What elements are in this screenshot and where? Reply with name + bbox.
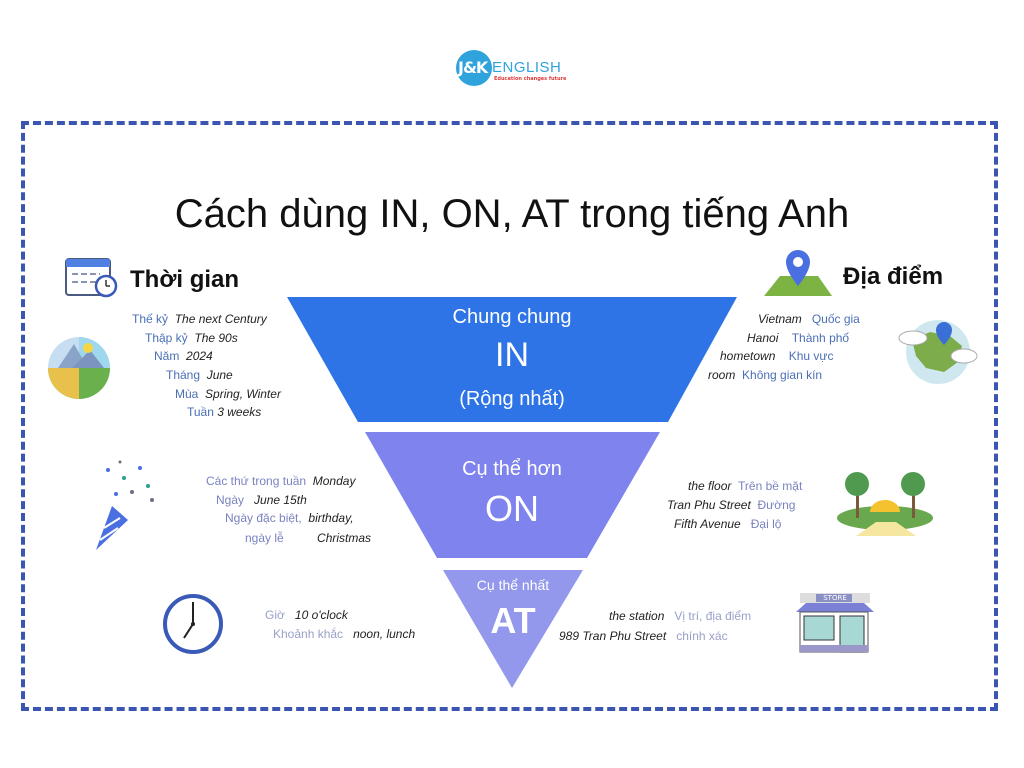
logo-circle	[456, 50, 492, 86]
place-heading: Địa điểm	[843, 263, 944, 290]
on-word: ON	[485, 488, 539, 529]
on-time-item: Ngày đặc biệt, birthday,	[225, 511, 354, 525]
in-trapezoid	[287, 297, 737, 422]
at-subtitle: Cụ thể nhất	[476, 577, 550, 593]
in-subtitle: Chung chung	[452, 306, 572, 328]
on-time-item: Các thứ trong tuần Monday	[206, 474, 356, 488]
on-time-item: ngày lễ Christmas	[245, 531, 372, 545]
store-icon	[796, 593, 874, 653]
dashed-frame	[21, 121, 998, 711]
in-place-item: room Không gian kín	[708, 368, 823, 382]
in-place-item: Hanoi Thành phố	[747, 331, 850, 345]
in-time-item: Thập kỷ The 90s	[145, 331, 238, 345]
on-trapezoid	[365, 432, 660, 558]
store-sign: STORE	[823, 594, 847, 602]
in-time-item: Tháng June	[166, 368, 233, 382]
in-time-item: Tuần 3 weeks	[187, 405, 262, 419]
calendar-clock-icon	[65, 258, 118, 298]
at-place-item: the station Vị trí, địa điểm	[609, 609, 752, 623]
at-word: AT	[490, 600, 536, 641]
at-triangle	[443, 570, 583, 688]
on-place-item: Fifth Avenue Đại lộ	[674, 517, 782, 531]
on-place-item: the floor Trên bề mặt	[688, 479, 803, 493]
in-place-item: Vietnam Quốc gia	[758, 312, 860, 326]
in-time-item: Mùa Spring, Winter	[175, 387, 281, 401]
page-title: Cách dùng IN, ON, AT trong tiếng Anh	[174, 192, 850, 236]
in-place-item: hometown Khu vực	[720, 349, 834, 363]
logo-tagline: Education changes future	[494, 76, 567, 82]
in-word: IN	[495, 336, 529, 374]
country-map-icon	[898, 320, 978, 384]
in-note: (Rộng nhất)	[459, 388, 565, 410]
clock-icon	[163, 594, 223, 654]
map-location-icon	[764, 250, 832, 296]
at-place-item: 989 Tran Phu Street chính xác	[559, 629, 728, 643]
brand-logo: J&K ENGLISH Education changes future	[456, 50, 576, 90]
on-subtitle: Cụ thể hơn	[462, 458, 562, 480]
in-time-item: Năm 2024	[154, 349, 213, 363]
at-time-item: Giờ 10 o'clock	[265, 608, 348, 622]
at-time-item: Khoảnh khắc noon, lunch	[273, 627, 416, 641]
park-icon	[837, 472, 933, 536]
time-heading: Thời gian	[130, 266, 240, 293]
on-place-item: Tran Phu Street Đường	[667, 498, 796, 512]
logo-name: ENGLISH	[492, 59, 562, 76]
seasons-icon	[48, 337, 110, 399]
in-time-item: Thế kỷ The next Century	[132, 312, 267, 326]
on-time-item: Ngày June 15th	[216, 493, 307, 507]
party-popper-icon	[96, 460, 154, 550]
logo-mark: J&K	[458, 58, 488, 77]
